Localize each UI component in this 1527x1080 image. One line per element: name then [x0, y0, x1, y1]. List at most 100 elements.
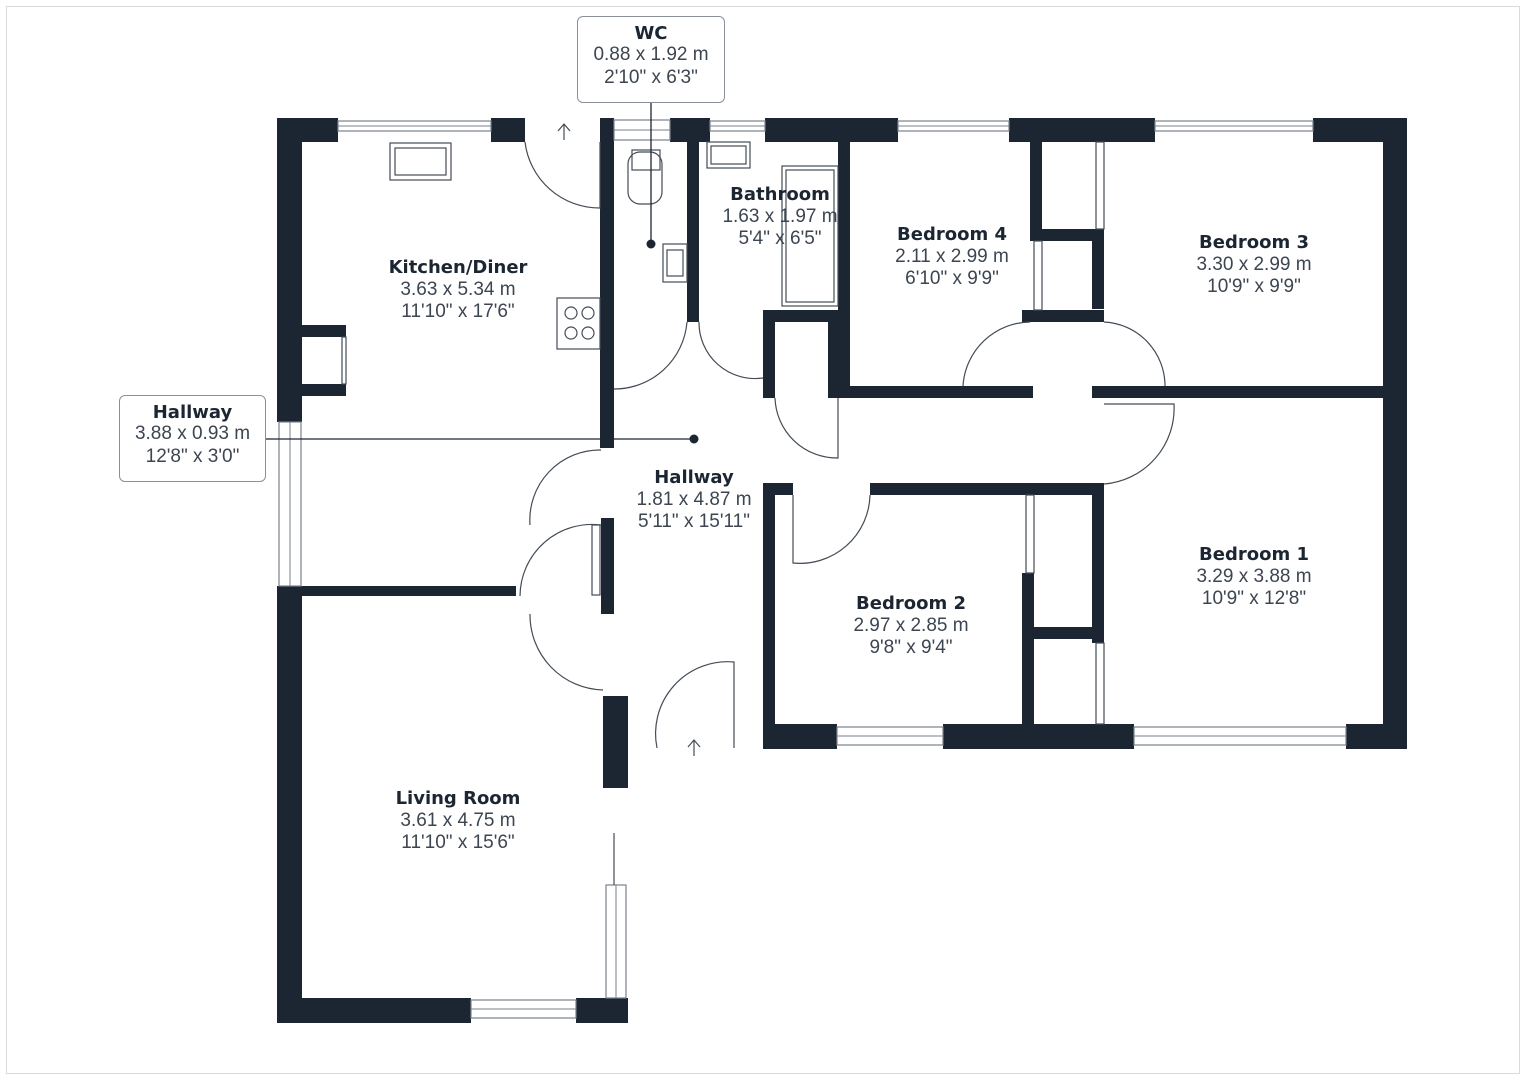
wall-segment: [302, 586, 516, 596]
room-imperial: 5'4" x 6'5": [738, 227, 822, 249]
fixture: [785, 169, 835, 303]
door-swing: [613, 321, 688, 390]
wall-segment: [1030, 142, 1042, 229]
room-metric: 1.63 x 1.97 m: [722, 205, 838, 227]
fixture: [1095, 642, 1105, 725]
wall-segment: [1022, 310, 1104, 322]
fixture: [564, 326, 578, 340]
fixture: [631, 149, 661, 171]
room-imperial: 10'9" x 12'8": [1201, 587, 1307, 609]
wall-segment: [765, 118, 898, 142]
wall-segment: [670, 118, 710, 142]
fixture: [581, 326, 595, 340]
room-name: Bedroom 4: [897, 224, 1007, 245]
fixture: [591, 524, 601, 596]
room-label-bedroom4: Bedroom 4 2.11 x 2.99 m 6'10" x 9'9": [895, 224, 1009, 290]
fixture: [1033, 240, 1043, 311]
room-imperial: 5'11" x 15'11": [638, 510, 750, 532]
wall-segment: [491, 118, 525, 142]
room-metric: 1.81 x 4.87 m: [636, 488, 752, 510]
wall-segment: [601, 518, 614, 614]
wall-segment: [302, 384, 346, 396]
wall-segment: [1383, 118, 1407, 749]
plan-frame: [6, 6, 1520, 1074]
door-swing: [962, 321, 1031, 387]
wall-segment: [277, 118, 302, 422]
door-swing: [654, 661, 735, 749]
fixture: [557, 123, 571, 132]
door-swing: [1103, 321, 1166, 387]
room-metric: 3.63 x 5.34 m: [400, 278, 516, 300]
room-name: Bedroom 2: [856, 593, 966, 614]
wall-segment: [763, 310, 775, 398]
fixture: [706, 141, 751, 169]
wall-segment: [1030, 229, 1104, 241]
room-label-kitchen: Kitchen/Diner 3.63 x 5.34 m 11'10" x 17'…: [388, 257, 528, 323]
fixture: [1095, 141, 1105, 230]
room-metric: 3.29 x 3.88 m: [1196, 565, 1312, 587]
callout-name: WC: [634, 23, 668, 44]
wall-segment: [576, 998, 628, 1023]
wall-segment: [1092, 386, 1383, 398]
callout-imperial: 2'10" x 6'3": [604, 66, 698, 88]
wall-segment: [763, 483, 775, 748]
room-imperial: 11'10" x 17'6": [401, 300, 515, 322]
fixture: [710, 145, 747, 165]
callout-name: Hallway: [152, 402, 233, 423]
wall-segment: [1092, 229, 1104, 309]
wall-segment: [1022, 573, 1034, 725]
fixture: [389, 142, 452, 181]
room-imperial: 6'10" x 9'9": [905, 267, 999, 289]
callout-wc: WC 0.88 x 1.92 m 2'10" x 6'3": [577, 16, 725, 103]
callout-imperial: 12'8" x 3'0": [145, 445, 240, 467]
wall-segment: [828, 310, 840, 398]
door-swing: [529, 449, 602, 526]
room-label-bedroom1: Bedroom 1 3.29 x 3.88 m 10'9" x 12'8": [1196, 544, 1312, 610]
room-label-bedroom3: Bedroom 3 3.30 x 2.99 m 10'9" x 9'9": [1196, 232, 1311, 298]
fixture: [627, 151, 663, 205]
room-imperial: 11'10" x 15'6": [401, 831, 515, 853]
wall-segment: [1092, 483, 1104, 643]
fixture: [581, 306, 595, 320]
leader-dot: [689, 434, 699, 444]
room-label-bathroom: Bathroom 1.63 x 1.97 m 5'4" x 6'5": [722, 184, 838, 250]
room-label-hallway: Hallway 1.81 x 4.87 m 5'11" x 15'11": [636, 467, 752, 533]
fixture: [666, 249, 684, 277]
room-label-bedroom2: Bedroom 2 2.97 x 2.85 m 9'8" x 9'4": [853, 593, 968, 659]
room-imperial: 10'9" x 9'9": [1207, 275, 1301, 297]
fixture: [662, 243, 688, 283]
door-swing: [529, 613, 604, 691]
callout-leaders: [266, 103, 699, 444]
door-swing: [792, 494, 871, 564]
doors: [519, 141, 1175, 749]
wall-segment: [838, 118, 850, 398]
callout-hallway: Hallway 3.88 x 0.93 m 12'8" x 3'0": [119, 395, 266, 482]
wall-segment: [277, 586, 302, 1023]
room-name: Kitchen/Diner: [388, 257, 528, 278]
door-swing: [519, 523, 602, 597]
wall-segment: [763, 724, 837, 749]
wall-segment: [943, 724, 1134, 749]
fixtures: [341, 123, 1105, 885]
wall-segment: [1346, 724, 1407, 749]
fixture: [564, 306, 578, 320]
walls: [277, 118, 1407, 1023]
wall-segment: [302, 325, 346, 337]
fixture: [556, 297, 601, 350]
door-swing: [524, 141, 601, 209]
callout-metric: 3.88 x 0.93 m: [134, 423, 251, 444]
callout-metric: 0.88 x 1.92 m: [593, 44, 709, 65]
door-swing: [698, 321, 764, 380]
door-swing: [1103, 403, 1175, 485]
fixture: [687, 739, 701, 748]
wall-segment: [687, 142, 699, 322]
room-metric: 3.61 x 4.75 m: [400, 809, 516, 831]
fixture: [341, 336, 347, 385]
wall-segment: [763, 310, 843, 322]
wall-segment: [838, 386, 1033, 398]
wall-segment: [600, 118, 614, 448]
room-name: Hallway: [654, 467, 734, 488]
room-label-living: Living Room 3.61 x 4.75 m 11'10" x 15'6": [396, 788, 521, 854]
fixture: [781, 165, 839, 307]
